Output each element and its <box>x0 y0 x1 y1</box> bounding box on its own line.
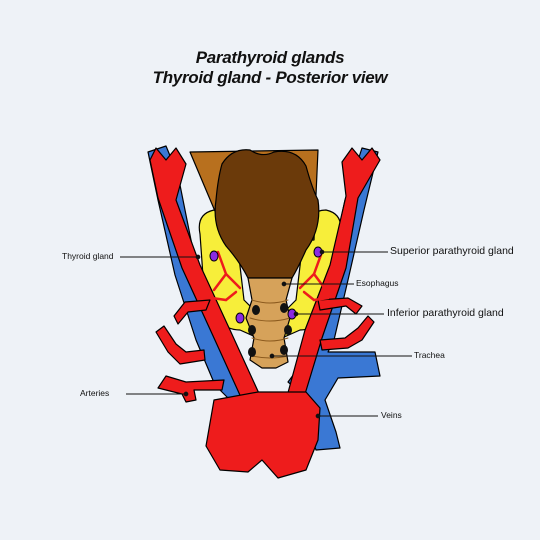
left-superior-parathyroid <box>209 250 219 262</box>
left-inferior-thyroid-artery <box>173 299 211 325</box>
right-lower-branch <box>319 315 375 351</box>
trachea <box>245 277 293 369</box>
label-esophagus: Esophagus <box>356 278 399 288</box>
diagram-title-line1: Parathyroid glands <box>195 48 345 67</box>
label-trachea: Trachea <box>414 350 445 360</box>
pharynx <box>214 149 320 279</box>
right-carotid-artery <box>285 147 381 405</box>
left-subclavian-branch <box>157 375 225 403</box>
label-thyroid-gland: Thyroid gland <box>62 251 114 261</box>
diagram-title-line2: Thyroid gland - Posterior view <box>152 68 388 87</box>
label-superior-parathyroid-gland: Superior parathyroid gland <box>390 245 514 257</box>
label-arteries: Arteries <box>80 388 110 398</box>
aortic-arch <box>205 391 321 479</box>
left-lower-branch <box>155 325 206 365</box>
left-inferior-parathyroid <box>235 312 245 324</box>
label-inferior-parathyroid-gland: Inferior parathyroid gland <box>387 307 504 319</box>
label-veins: Veins <box>381 410 402 420</box>
